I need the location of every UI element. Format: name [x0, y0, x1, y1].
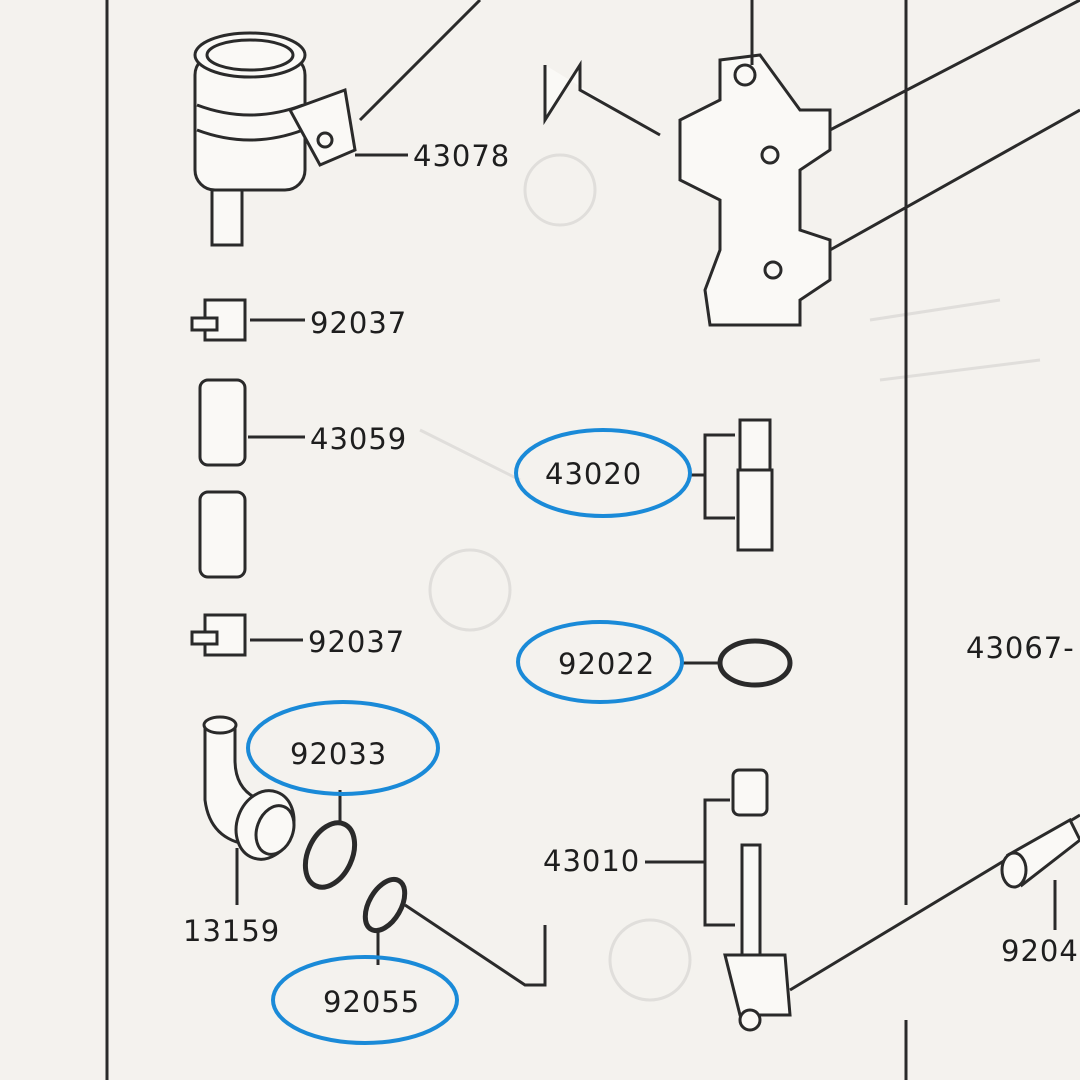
pushrod-part-43010: [645, 768, 1080, 1032]
part-label-92033: 92033: [290, 737, 388, 771]
part-label-43020: 43020: [545, 457, 643, 491]
part-label-43078: 43078: [413, 139, 511, 173]
part-label-92037-upper: 92037: [310, 306, 408, 340]
part-label-92022: 92022: [558, 647, 656, 681]
part-label-92037-lower: 92037: [308, 625, 406, 659]
highlight-92055: [271, 955, 459, 1045]
master-cylinder-part: [543, 0, 1080, 327]
highlight-43020: [514, 428, 692, 518]
part-label-13159: 13159: [183, 914, 281, 948]
pin-part-9204: [1000, 817, 1080, 930]
highlight-92022: [516, 620, 684, 704]
highlight-circles: [246, 428, 692, 1045]
clamp-part-upper: [190, 298, 305, 342]
circlip-92033: [302, 790, 358, 890]
part-label-43067: 43067-: [966, 631, 1075, 665]
fitting-part-43020: [690, 418, 774, 552]
circlip-92022: [680, 638, 793, 688]
part-label-43010: 43010: [543, 844, 641, 878]
part-label-92055: 92055: [323, 985, 421, 1019]
part-label-9204: 9204: [1001, 934, 1079, 968]
o-ring-92055: [362, 876, 547, 987]
hose-part: [198, 378, 305, 579]
clamp-part-lower: [190, 613, 303, 657]
reservoir-part: [193, 0, 482, 247]
highlight-92033: [246, 700, 440, 796]
part-label-43059: 43059: [310, 422, 408, 456]
elbow-fitting-part: [202, 715, 296, 905]
